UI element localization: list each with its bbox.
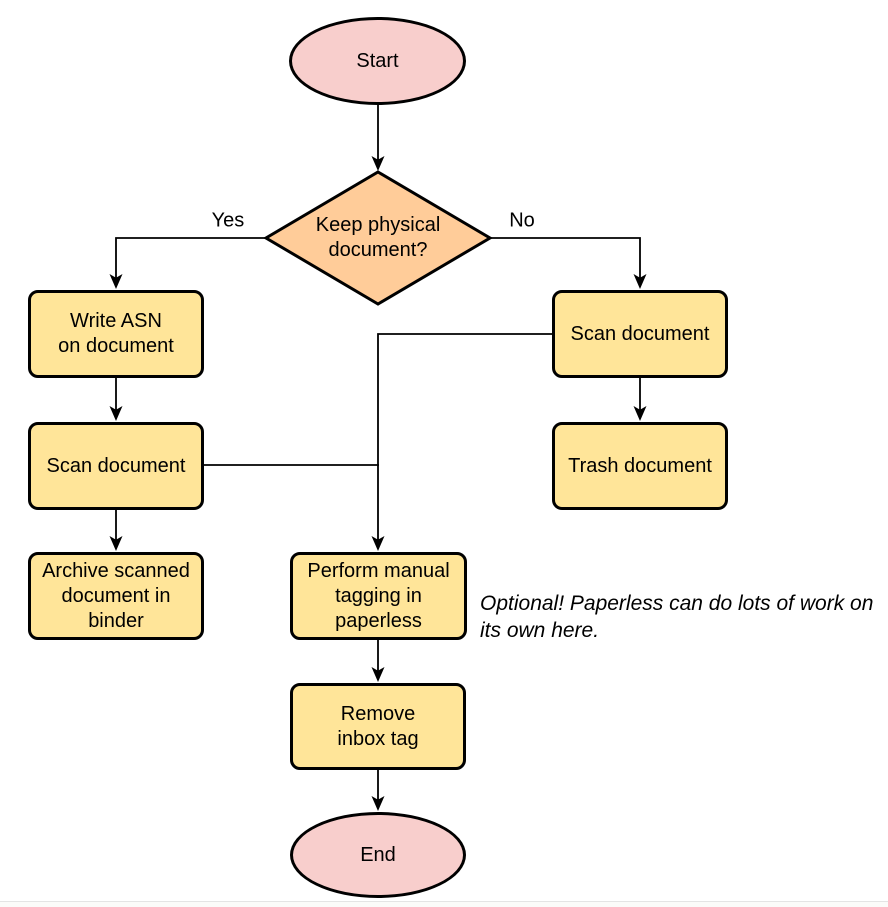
edge-writeasn-to-scan — [109, 378, 123, 421]
node-trash-document-label: Trash document — [568, 454, 712, 477]
decision-diamond — [263, 170, 493, 306]
edge-remove-to-end — [371, 770, 385, 811]
node-write-asn: Write ASN on document — [28, 290, 204, 378]
edge-scan-to-trash — [633, 378, 647, 421]
edge-label-yes: Yes — [209, 209, 247, 233]
node-archive-binder: Archive scanned document in binder — [28, 552, 204, 640]
node-archive-binder-label: Archive scanned document in binder — [42, 559, 190, 632]
node-end-label: End — [360, 843, 396, 866]
node-scan-document-left-label: Scan document — [46, 454, 186, 477]
node-write-asn-label: Write ASN on document — [58, 310, 174, 357]
optional-note: Optional! Paperless can do lots of work … — [480, 592, 874, 642]
edge-no — [490, 237, 647, 289]
edge-scanright-to-tagging — [371, 333, 552, 551]
node-end: End — [290, 812, 466, 898]
edge-label-no: No — [507, 209, 537, 233]
node-scan-document-right-label: Scan document — [570, 322, 710, 345]
node-trash-document: Trash document — [552, 422, 728, 510]
node-start-label: Start — [356, 49, 399, 72]
edge-scan-to-archive — [109, 510, 123, 551]
node-manual-tagging: Perform manual tagging in paperless — [290, 552, 467, 640]
page-bottom-edge — [0, 901, 888, 907]
edge-yes — [109, 237, 266, 289]
edge-tagging-to-remove — [371, 640, 385, 682]
node-scan-document-right: Scan document — [552, 290, 728, 378]
node-remove-inbox-tag: Remove inbox tag — [290, 683, 466, 770]
node-start: Start — [289, 17, 466, 105]
node-remove-inbox-tag-label: Remove inbox tag — [337, 702, 419, 750]
node-manual-tagging-label: Perform manual tagging in paperless — [307, 559, 450, 632]
node-scan-document-left: Scan document — [28, 422, 204, 510]
edge-start-to-decision — [371, 105, 385, 171]
